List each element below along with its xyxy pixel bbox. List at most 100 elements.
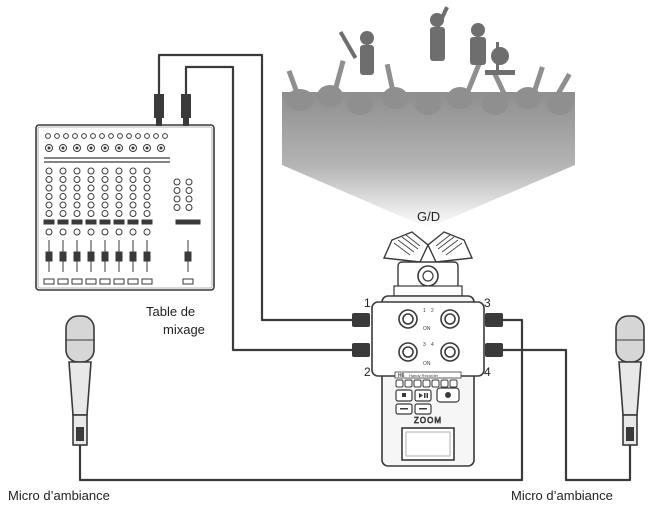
svg-text:4: 4 [431,342,434,348]
mixer-jack-center [131,146,135,150]
mixer-eq-knob [129,193,137,200]
mixer-master-knob [185,204,193,211]
mixer-input-jack [101,144,109,152]
mixer-mute-button [113,219,125,225]
mixer-eq-knob [143,210,151,217]
mixer-input-jack [45,144,53,152]
mixer-fader-cap [143,251,151,262]
mixer-master-knob [185,195,193,203]
mixer-channel-button [99,278,111,285]
mixer-mute-button [71,219,83,225]
cable-mixer-to-input-2 [184,65,352,352]
mixer-eq-knob [115,167,123,175]
mixer-eq-knob [45,176,53,183]
ambient-mic-left-label: Micro d’ambiance [8,488,110,503]
mixer-eq-knob [73,210,81,217]
mixer-eq-knob [73,184,81,192]
mixer-fader-cap [129,251,137,262]
mixer-mute-button [57,219,69,225]
mixer-eq-knob [73,167,81,175]
mixer-eq-knob [73,201,81,209]
mixer-output-plugs [154,94,191,126]
mixer-small-knob [90,133,96,139]
input-4-label: 4 [484,365,491,379]
mixer-eq-knob [115,176,123,183]
mixer-jack-center [145,146,149,150]
svg-text:ON: ON [423,326,431,332]
mixer-eq-knob [101,210,109,217]
mixer-master-output-button [182,278,194,285]
mixer-master-knob [173,187,181,194]
mixer-pan-knob [129,228,137,236]
mixer-input-jack [157,144,165,152]
mixer-master-knob [185,187,193,194]
mixer-eq-knob [143,184,151,192]
svg-text:1: 1 [423,308,426,314]
mixer-channel-button [57,278,69,285]
mixer-eq-knob [59,184,67,192]
mixer-small-knob [99,133,105,139]
mixer-eq-knob [59,176,67,183]
input-3-label: 3 [484,296,491,310]
mixer-eq-knob [129,176,137,183]
mixer-eq-knob [115,184,123,192]
mixer-eq-knob [73,176,81,183]
mixer-eq-knob [143,201,151,209]
mixer-eq-knob [45,210,53,217]
mixer-mute-button [85,219,97,225]
cables [78,53,632,482]
mixer-jack-center [47,146,51,150]
ambient-mic-left [65,315,95,446]
mixer-eq-knob [115,201,123,209]
mixer-master-fader-cap [184,251,192,262]
mixer-input-jack [129,144,137,152]
mixer-jack-center [89,146,93,150]
recorder-plugs [352,313,503,357]
mixer-channel-button [43,278,55,285]
ambient-mic-right-label: Micro d’ambiance [511,488,613,503]
mixer-eq-knob [45,184,53,192]
mixer-eq-knob [129,201,137,209]
mixer-input-jack [59,144,67,152]
mixer-channel-button [141,278,153,285]
mixer-channel-button [113,278,125,285]
cable-mixer-to-input-1 [157,53,352,322]
mixer-eq-knob [129,210,137,217]
mixer-fader-cap [115,251,123,262]
mixing-console [35,124,215,291]
mixer-eq-knob [129,184,137,192]
mixer-small-knob [117,133,123,139]
mixer-eq-knob [59,210,67,217]
mixer-eq-knob [143,176,151,183]
mixer-pan-knob [101,228,109,236]
model-text: Handy Recorder [409,373,439,378]
track-buttons [395,379,458,388]
mixer-eq-knob [73,193,81,200]
mixer-channel-button [85,278,97,285]
mixer-jack-center [75,146,79,150]
input-1-label: 1 [364,296,371,310]
crowd-scene [282,6,575,228]
mixer-small-knob [54,133,60,139]
mixer-eq-knob [87,210,95,217]
mixer-eq-knob [87,201,95,209]
mixer-master-knob [185,178,193,186]
svg-text:3: 3 [423,342,426,348]
mixer-small-knob [81,133,87,139]
mixer-eq-knob [59,201,67,209]
mixer-mute-button [99,219,111,225]
mixer-label-line2: mixage [163,322,205,337]
mixer-pan-knob [115,228,123,236]
mixer-eq-knob [101,201,109,209]
mixer-pan-knob [143,228,151,236]
mixer-jack-center [117,146,121,150]
mixer-eq-knob [101,167,109,175]
mixer-eq-knob [101,193,109,200]
mixer-input-jack [87,144,95,152]
mixer-small-knob [144,133,150,139]
mixer-eq-knob [59,193,67,200]
mixer-eq-knob [143,193,151,200]
mixer-mute-button [43,219,55,225]
mixer-pan-knob [87,228,95,236]
